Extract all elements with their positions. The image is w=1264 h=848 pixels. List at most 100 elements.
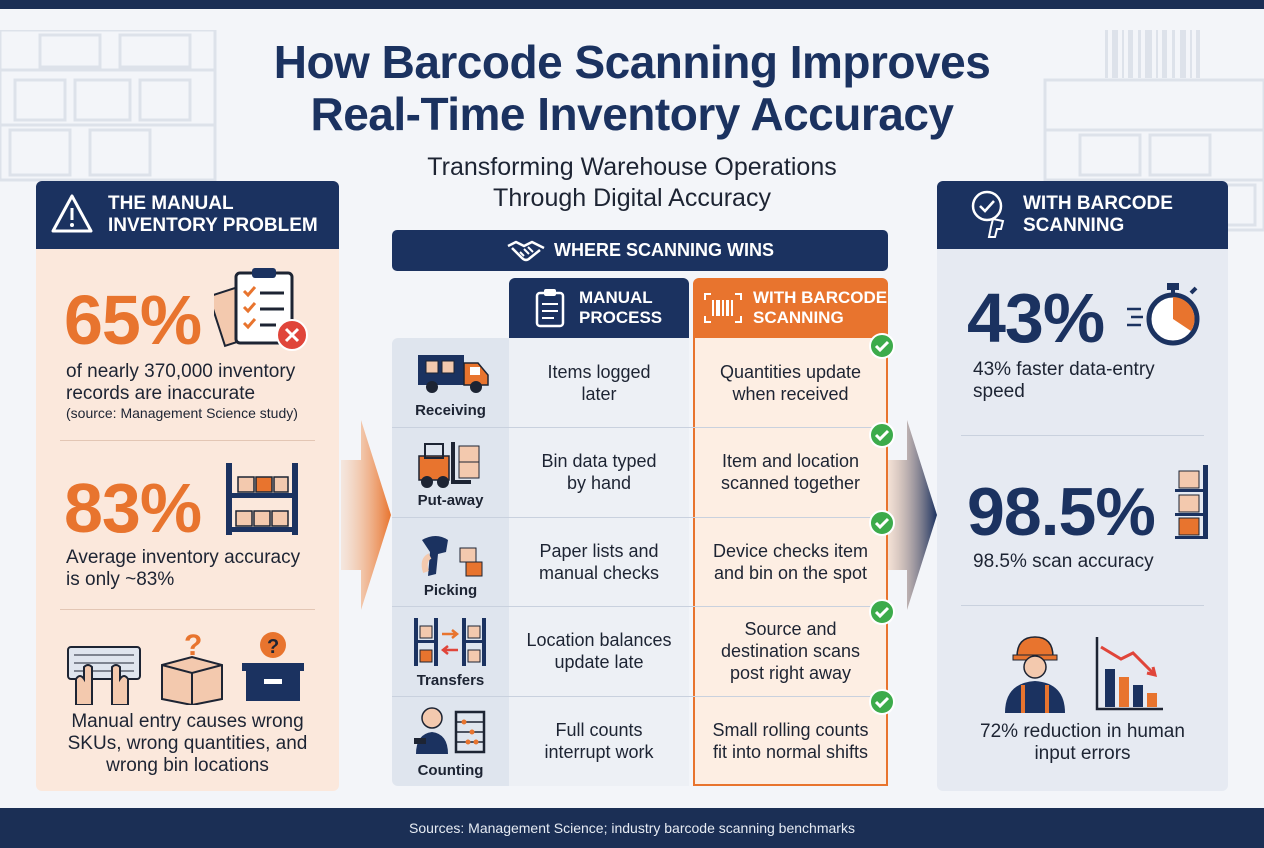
process-stage-column xyxy=(392,338,509,786)
handheld-scanner-icon xyxy=(421,536,483,577)
row-label-transfers: Transfers xyxy=(416,672,485,689)
manual-counting-line-2: interrupt work xyxy=(544,742,654,762)
row-label-put-away: Put-away xyxy=(417,492,484,509)
scan-transfers-line-3: post right away xyxy=(729,663,852,683)
stat-65-description: of nearly 370,000 inventory records are … xyxy=(66,361,295,405)
row-label-counting: Counting xyxy=(417,762,484,779)
manual-transfers-line-1: Location balances xyxy=(526,630,672,650)
scan-put-away-line-2: scanned together xyxy=(720,473,861,493)
scan-header-line-2: SCANNING xyxy=(753,308,844,327)
question-box-icon: ? xyxy=(161,629,223,705)
scan-header-line-1: WITH BARCODE xyxy=(753,288,888,307)
manual-put-away-line-1: Bin data typed xyxy=(541,451,657,471)
stat-83-line-2: is only ~83% xyxy=(66,569,175,590)
barcode-scanning-column-header: WITH BARCODE SCANNING xyxy=(693,278,888,338)
scan-put-away-line-1: Item and location xyxy=(721,451,860,471)
scan-counting-line-1: Small rolling counts xyxy=(712,720,869,740)
barcode-icon xyxy=(704,293,742,323)
flow-arrow-right xyxy=(887,420,937,610)
transfer-shelves-icon xyxy=(414,618,486,666)
row-divider xyxy=(392,606,888,607)
stat-65-value: 65% xyxy=(64,281,202,359)
manual-process-column-header: MANUAL PROCESS xyxy=(509,278,689,338)
divider xyxy=(961,435,1204,436)
human-error-line-1: 72% reduction in human xyxy=(980,721,1185,742)
row-label-picking: Picking xyxy=(423,582,478,599)
manual-entry-line-1: Manual entry causes wrong xyxy=(71,711,304,732)
stat-83-description: Average inventory accuracy is only ~83% xyxy=(66,547,300,591)
manual-receiving-line-2: later xyxy=(581,383,617,404)
stat-83-line-1: Average inventory accuracy xyxy=(66,547,301,568)
stat-43-description: 43% faster data-entry speed xyxy=(973,359,1155,403)
worker-error-reduction-icon xyxy=(1005,636,1163,713)
question-bin-icon: ? xyxy=(242,632,304,701)
manual-picking-line-1: Paper lists and xyxy=(539,540,659,561)
barcode-scanning-column xyxy=(693,338,888,786)
subtitle-line-1: Transforming Warehouse Operations xyxy=(427,153,837,181)
sources-footer: Sources: Management Science; industry ba… xyxy=(0,808,1264,848)
divider xyxy=(60,440,315,441)
svg-text:?: ? xyxy=(184,629,202,662)
warning-icon xyxy=(51,194,93,233)
scan-counting-line-2: fit into normal shifts xyxy=(712,742,869,762)
row-divider xyxy=(392,517,888,518)
scan-transfers-line-1: Source and xyxy=(744,619,837,639)
title-line-1: How Barcode Scanning Improves xyxy=(273,36,991,88)
check-circle-icon xyxy=(869,333,895,359)
title-line-2: Real-Time Inventory Accuracy xyxy=(310,88,954,140)
scan-receiving-line-2: when received xyxy=(732,383,849,404)
shelf-boxes-icon xyxy=(226,463,298,535)
stat-43-line-2: speed xyxy=(973,381,1025,402)
manual-counting-line-1: Full counts xyxy=(555,720,643,740)
check-circle-icon xyxy=(869,422,895,448)
scan-receiving-line-1: Quantities update xyxy=(719,361,862,382)
where-scanning-wins-heading: WHERE SCANNING WINS xyxy=(392,230,888,271)
manual-process-column xyxy=(509,338,689,786)
manual-receiving-line-1: Items logged xyxy=(547,361,651,382)
barcode-heading-line-2: SCANNING xyxy=(1023,215,1125,236)
scan-picking-line-1: Device checks item xyxy=(712,540,869,561)
delivery-truck-icon xyxy=(418,355,489,393)
scan-picking-line-2: and bin on the spot xyxy=(713,562,868,583)
svg-text:?: ? xyxy=(267,636,279,658)
stat-65-source: (source: Management Science study) xyxy=(66,405,298,421)
row-divider xyxy=(392,427,888,428)
check-circle-icon xyxy=(869,599,895,625)
stat-43-line-1: 43% faster data-entry xyxy=(973,359,1155,380)
manual-problem-panel: THE MANUAL INVENTORY PROBLEM 65% of near… xyxy=(36,181,339,791)
keyboard-typing-icon xyxy=(67,646,141,705)
row-divider xyxy=(392,696,888,697)
counting-worker-icon xyxy=(414,707,486,754)
stat-83-value: 83% xyxy=(64,469,202,547)
clipboard-error-icon xyxy=(214,268,308,351)
page-subtitle: Transforming Warehouse Operations Throug… xyxy=(332,152,932,214)
shelf-boxes-icon xyxy=(1175,465,1208,539)
manual-entry-line-2: SKUs, wrong quantities, and xyxy=(67,733,308,754)
manual-picking-line-2: manual checks xyxy=(538,562,660,583)
check-circle-icon xyxy=(869,510,895,536)
manual-entry-description: Manual entry causes wrong SKUs, wrong qu… xyxy=(46,711,329,777)
stat-65-line-2: records are inaccurate xyxy=(66,383,256,404)
worker-icon xyxy=(1005,636,1065,713)
where-scanning-wins-label: WHERE SCANNING WINS xyxy=(554,240,774,260)
manual-transfers-line-2: update late xyxy=(554,652,644,672)
divider xyxy=(60,609,315,610)
row-label-receiving: Receiving xyxy=(415,402,486,419)
manual-put-away-line-2: by hand xyxy=(566,473,632,493)
with-barcode-heading: WITH BARCODE SCANNING xyxy=(937,181,1228,249)
manual-header-line-1: MANUAL xyxy=(579,288,653,307)
human-error-line-2: input errors xyxy=(1034,743,1131,764)
scanner-check-icon xyxy=(971,190,1005,238)
manual-entry-line-3: wrong bin locations xyxy=(106,755,269,776)
manual-error-icons: ? ? xyxy=(67,629,304,705)
stat-65-line-1: of nearly 370,000 inventory xyxy=(66,361,296,382)
with-barcode-panel: WITH BARCODE SCANNING 43% 43% faster dat… xyxy=(937,181,1228,791)
